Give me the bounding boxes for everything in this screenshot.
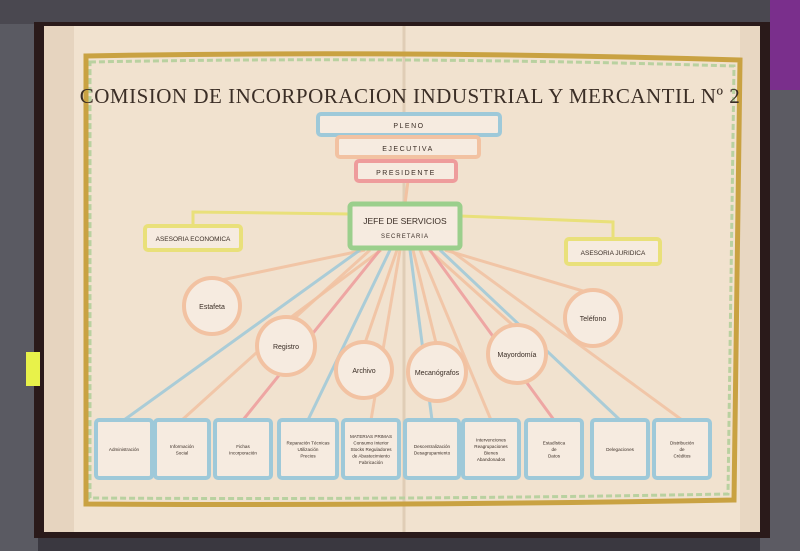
link-to-circle-6	[444, 248, 594, 296]
link-to-box-10	[449, 248, 683, 422]
circle-telefono: Teléfono	[563, 288, 623, 348]
link-presidente-jefe	[403, 180, 410, 205]
department-box-line: Abandonados	[477, 457, 506, 462]
department-box-line: Distribución	[670, 441, 694, 446]
department-box-line: Utilización	[298, 447, 319, 452]
box-presidente-label: PRESIDENTE	[376, 170, 436, 177]
department-box-line: Créditos	[673, 454, 691, 459]
department-box-7: IntervencionesReagrupacionesBienesAbando…	[461, 418, 521, 480]
page-edge-right	[740, 26, 760, 532]
link-to-circle-4	[411, 249, 439, 348]
department-box-line: Fichas	[236, 444, 250, 449]
department-box-line: de	[679, 447, 685, 452]
department-box-1: Administración	[94, 418, 154, 480]
department-box-line: Administración	[109, 447, 140, 452]
link-to-box-4	[306, 249, 392, 421]
department-box-line: de	[551, 447, 557, 452]
department-box-line: de Abastecimiento	[352, 454, 390, 459]
asesoria-economica-label: ASESORIA ECONOMICA	[156, 236, 231, 243]
department-box-line: MATERIAS PRIMAS	[350, 434, 392, 439]
department-box-line: Reparación Técnicas	[286, 441, 330, 446]
link-asesoria-economica	[191, 210, 351, 226]
link-to-circle-2	[285, 248, 382, 323]
circle-estafeta: Estafeta	[182, 276, 242, 336]
department-box-line: Bienes	[484, 450, 499, 455]
box-ejecutiva: EJECUTIVA	[335, 135, 481, 159]
box-jefe-servicios: JEFE DE SERVICIOS SECRETARIA	[347, 201, 463, 251]
circle-label: Teléfono	[580, 316, 607, 323]
department-box-line: Intervenciones	[476, 437, 507, 442]
box-asesoria-economica: ASESORIA ECONOMICA	[143, 224, 243, 252]
department-box-line: Descentralización	[414, 444, 451, 449]
department-box-line: Desagrupamiento	[414, 450, 451, 455]
circle-registro: Registro	[255, 315, 317, 377]
chief-title: JEFE DE SERVICIOS	[363, 216, 447, 226]
box-ejecutiva-label: EJECUTIVA	[382, 146, 434, 153]
department-boxes: AdministraciónInformaciónSocialFichasInc…	[94, 418, 712, 480]
box-asesoria-juridica: ASESORIA JURIDICA	[564, 237, 662, 266]
link-asesoria-juridica	[459, 214, 615, 239]
bookmark-ribbon	[26, 352, 40, 386]
department-box-line: Datos	[548, 454, 561, 459]
circle-archivo: Archivo	[334, 340, 394, 400]
link-to-box-8	[428, 249, 556, 421]
department-box-line: Consumo Interior	[353, 441, 389, 446]
box-pleno-label: PLENO	[393, 123, 424, 130]
chart-title: COMISION DE INCORPORACION INDUSTRIAL Y M…	[80, 84, 740, 108]
department-box-line: Delegaciones	[606, 447, 635, 452]
department-box-line: Precios	[300, 454, 316, 459]
circle-label: Mayordomía	[498, 352, 537, 359]
circle-mayordomia: Mayordomía	[486, 323, 548, 385]
link-to-box-7	[418, 249, 493, 421]
link-to-circle-5	[427, 248, 519, 331]
circle-label: Registro	[273, 344, 299, 351]
page-edge-left	[44, 26, 74, 532]
link-to-circle-1	[211, 248, 366, 284]
circle-label: Mecanógrafos	[415, 370, 460, 377]
department-box-line: Incorporación	[229, 450, 257, 455]
decorative-border	[83, 51, 743, 507]
department-box-line: Fabricación	[359, 460, 383, 465]
department-box-line: Social	[176, 450, 189, 455]
circle-label: Estafeta	[199, 304, 225, 311]
department-box-9: Delegaciones	[590, 418, 650, 480]
chief-subtitle: SECRETARIA	[381, 234, 429, 240]
department-box-line: Información	[170, 444, 194, 449]
link-to-box-1	[123, 248, 361, 422]
asesoria-juridica-label: ASESORIA JURIDICA	[581, 250, 646, 257]
department-box-line: Reagrupaciones	[474, 444, 508, 449]
department-box-line: Estadística	[543, 441, 566, 446]
circle-mecanografos: Mecanógrafos	[406, 341, 468, 403]
box-pleno: PLENO	[316, 112, 502, 137]
department-box-line: Stocks Reguladores	[350, 447, 392, 452]
link-to-circle-3	[362, 249, 399, 347]
box-presidente: PRESIDENTE	[354, 159, 458, 183]
circle-label: Archivo	[352, 368, 375, 375]
